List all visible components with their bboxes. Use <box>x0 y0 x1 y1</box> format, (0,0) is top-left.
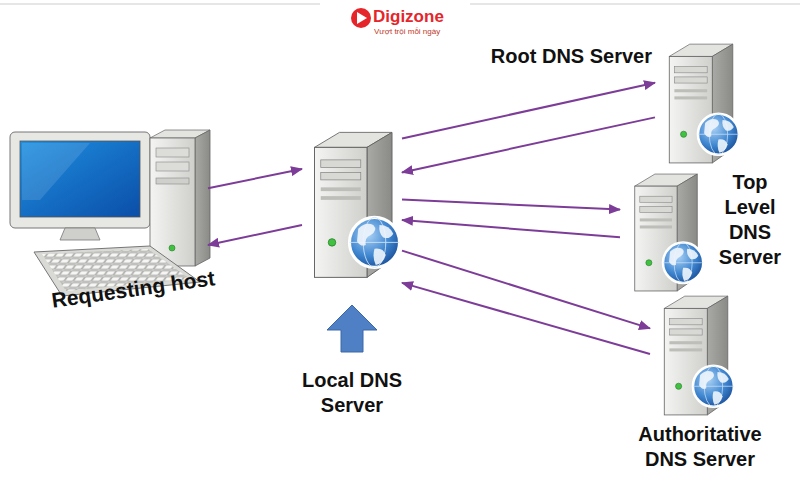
query-arrow <box>402 251 650 329</box>
node-label: Authoritative DNS Server <box>625 422 775 472</box>
brand-slogan: Vượt trội mỗi ngày <box>374 27 440 36</box>
brand-name: Digizone <box>373 7 444 27</box>
query-arrow <box>402 200 620 210</box>
root-server-icon <box>669 44 739 163</box>
query-arrow <box>402 83 655 139</box>
query-arrow <box>402 220 620 237</box>
node-label: Requesting host <box>50 265 217 314</box>
authoritative-dns-node: Authoritative DNS Server <box>650 290 740 418</box>
local-server-icon <box>315 132 400 277</box>
top-rule <box>470 3 800 5</box>
pointer-arrow <box>327 305 377 352</box>
authoritative-server-icon <box>664 296 734 415</box>
query-arrow <box>208 225 302 245</box>
root-dns-node: Root DNS Server <box>655 38 745 166</box>
host-node: Requesting host <box>10 128 208 300</box>
local-dns-node: Local DNS Server <box>302 118 402 288</box>
node-label: Top Level DNS Server <box>712 170 788 270</box>
query-arrow <box>402 283 650 354</box>
query-arrow <box>208 169 302 188</box>
top-rule <box>0 3 320 5</box>
query-arrow <box>402 117 655 172</box>
node-label: Local DNS Server <box>287 368 417 418</box>
tld-dns-node: Top Level DNS Server <box>620 168 710 294</box>
tld-server-icon <box>635 174 704 291</box>
logo-icon <box>351 8 371 28</box>
node-label: Root DNS Server <box>491 44 652 69</box>
